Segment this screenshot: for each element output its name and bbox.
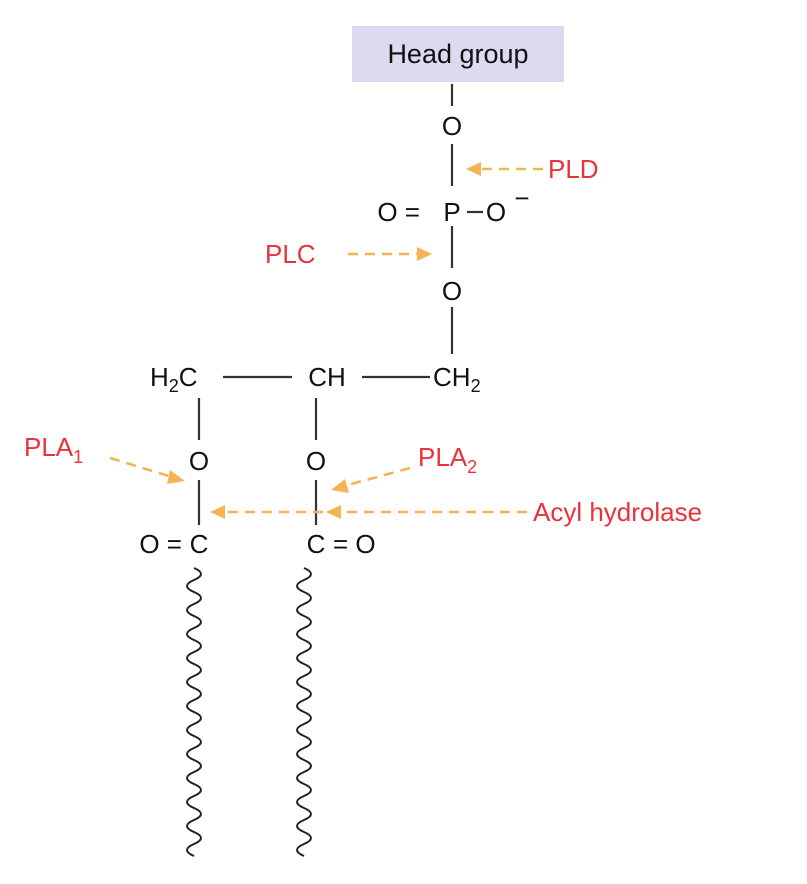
acyl-hydrolase-arrowhead-right xyxy=(326,505,341,519)
head-group-label: Head group xyxy=(387,39,528,69)
pla1-label: PLA1 xyxy=(24,432,83,467)
plc-arrowhead xyxy=(417,247,432,261)
carbon-3: CH2 xyxy=(433,362,481,396)
oxygen-top: O xyxy=(442,111,462,141)
negative-charge: − xyxy=(514,183,529,213)
carbonyl-1-carbon: C xyxy=(190,529,209,559)
acyl-chain-2 xyxy=(296,567,312,857)
ester-oxygen-1: O xyxy=(189,446,209,476)
pla1-arrow xyxy=(109,456,173,479)
acyl-hydrolase-label: Acyl hydrolase xyxy=(533,497,702,527)
pla2-arrow xyxy=(343,466,411,488)
phosphate-oxygen-anion: O xyxy=(486,197,506,227)
ester-oxygen-2: O xyxy=(306,446,326,476)
carbonyl-2-carbon: C xyxy=(307,529,326,559)
head-group-box xyxy=(352,26,564,82)
carbonyl-1-oxygen: O = xyxy=(139,529,182,559)
pla2-label: PLA2 xyxy=(418,442,477,477)
pld-arrowhead xyxy=(466,162,481,176)
carbon-1: H2C xyxy=(150,362,198,396)
acyl-hydrolase-arrowhead-left xyxy=(210,505,225,519)
phosphorus: P xyxy=(443,197,460,227)
acyl-chain-1 xyxy=(186,567,202,857)
phosphate-oxygen-double: O = xyxy=(377,197,420,227)
plc-label: PLC xyxy=(265,239,316,269)
carbon-2: CH xyxy=(308,362,346,392)
pld-label: PLD xyxy=(548,154,599,184)
oxygen-mid: O xyxy=(442,276,462,306)
pla1-arrowhead xyxy=(167,470,185,484)
carbonyl-2-oxygen: = O xyxy=(333,529,376,559)
pla2-arrowhead xyxy=(331,479,349,493)
